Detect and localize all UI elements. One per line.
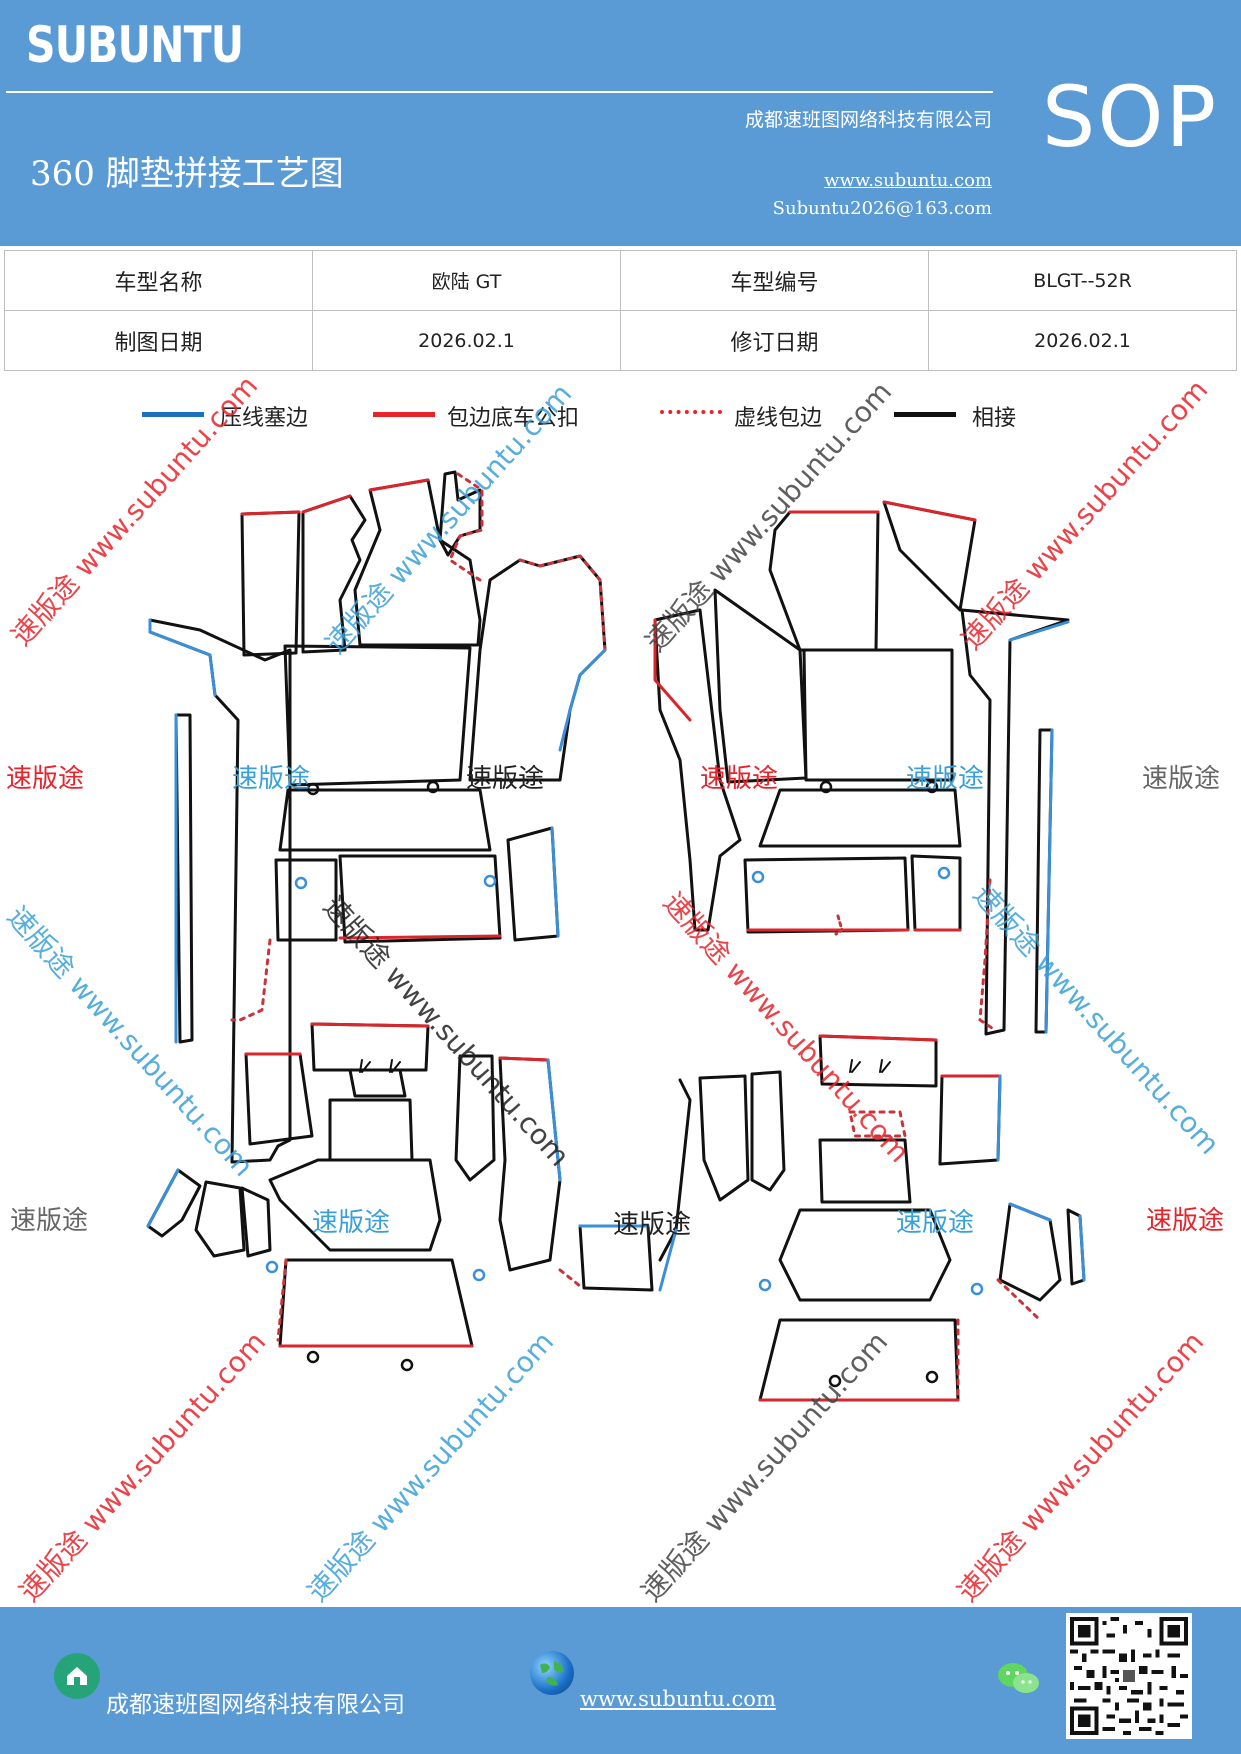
watermark-text: 速版途	[896, 1208, 975, 1238]
hole	[483, 874, 497, 888]
legend-label-dotted: 虚线包边	[734, 406, 823, 431]
hole	[937, 866, 951, 880]
watermark-text: 速版途	[466, 764, 545, 794]
legend-swatch-wrapped	[373, 412, 435, 417]
home-icon	[54, 1653, 100, 1699]
email-address: Subuntu2026@163.com	[772, 198, 992, 219]
hole	[294, 876, 308, 890]
value-model-name: 欧陆 GT	[312, 250, 621, 311]
legend-swatch-dotted	[660, 410, 722, 414]
mat-set-rear-left	[146, 1022, 654, 1348]
label-model-name: 车型名称	[4, 250, 313, 311]
mat-set-front-right	[653, 500, 1070, 1036]
hole	[265, 1260, 279, 1274]
label-draw-date: 制图日期	[4, 310, 313, 371]
mat-set-front-left	[148, 470, 607, 1164]
value-draw-date: 2026.02.1	[312, 310, 621, 371]
watermark-text: 速版途	[613, 1210, 692, 1240]
legend-label-joined: 相接	[972, 406, 1017, 431]
watermark-text: 速版途	[6, 764, 85, 794]
wechat-icon	[996, 1659, 1042, 1699]
hole	[426, 780, 440, 794]
watermark-text: 速版途	[10, 1206, 89, 1236]
header-divider	[6, 91, 993, 93]
label-model-code: 车型编号	[620, 250, 929, 311]
mat-holes	[306, 780, 939, 1388]
vehicle-info-table: 车型名称 欧陆 GT 车型编号 BLGT--52R 制图日期 2026.02.1…	[4, 250, 1237, 371]
company-name: 成都速班图网络科技有限公司	[744, 109, 992, 131]
legend: 压线塞边 包边底车公扣 虚线包边 相接	[0, 400, 1241, 440]
mat-holes-blue	[265, 866, 984, 1296]
hole	[306, 782, 320, 796]
hole	[925, 780, 939, 794]
watermark-text: 速版途	[312, 1208, 391, 1238]
watermark-text: 速版途	[1146, 1206, 1225, 1236]
hole	[970, 1282, 984, 1296]
footer-website-link[interactable]: www.subuntu.com	[580, 1687, 776, 1711]
table-row: 制图日期 2026.02.1 修订日期 2026.02.1	[4, 310, 1237, 371]
label-revise-date: 修订日期	[620, 310, 929, 371]
footer-company-name: 成都速班图网络科技有限公司	[106, 1692, 405, 1718]
hole	[472, 1268, 486, 1282]
legend-swatch-pressed	[142, 412, 204, 417]
watermark-text: 速版途	[232, 764, 311, 794]
watermark-text: 速版途	[1142, 764, 1221, 794]
footer-banner: 成都速班图网络科技有限公司 www.subuntu.com	[0, 1607, 1241, 1754]
legend-label-pressed: 压线塞边	[220, 406, 309, 431]
watermark-text: 速版途	[906, 764, 985, 794]
legend-swatch-joined	[894, 412, 956, 417]
hole	[819, 780, 833, 794]
website-link[interactable]: www.subuntu.com	[824, 170, 992, 191]
hole	[751, 870, 765, 884]
globe-icon	[530, 1651, 574, 1695]
watermark-text: 速版途	[700, 764, 779, 794]
mat-set-rear-right	[658, 1034, 1086, 1402]
sop-badge: SOP	[1042, 68, 1219, 166]
brand-logo-text: SUBUNTU	[26, 16, 244, 74]
hole	[758, 1278, 772, 1292]
document-title: 360 脚垫拼接工艺图	[30, 154, 344, 194]
hole	[306, 1350, 320, 1364]
header-banner: SUBUNTU 成都速班图网络科技有限公司 360 脚垫拼接工艺图 www.su…	[0, 0, 1241, 246]
table-row: 车型名称 欧陆 GT 车型编号 BLGT--52R	[4, 250, 1237, 311]
legend-label-wrapped: 包边底车公扣	[447, 406, 580, 431]
value-revise-date: 2026.02.1	[928, 310, 1237, 371]
hole	[400, 1358, 414, 1372]
mat-diagram	[146, 470, 1086, 1402]
qr-code	[1066, 1613, 1192, 1739]
hole	[828, 1374, 842, 1388]
hole	[925, 1370, 939, 1384]
value-model-code: BLGT--52R	[928, 250, 1237, 311]
